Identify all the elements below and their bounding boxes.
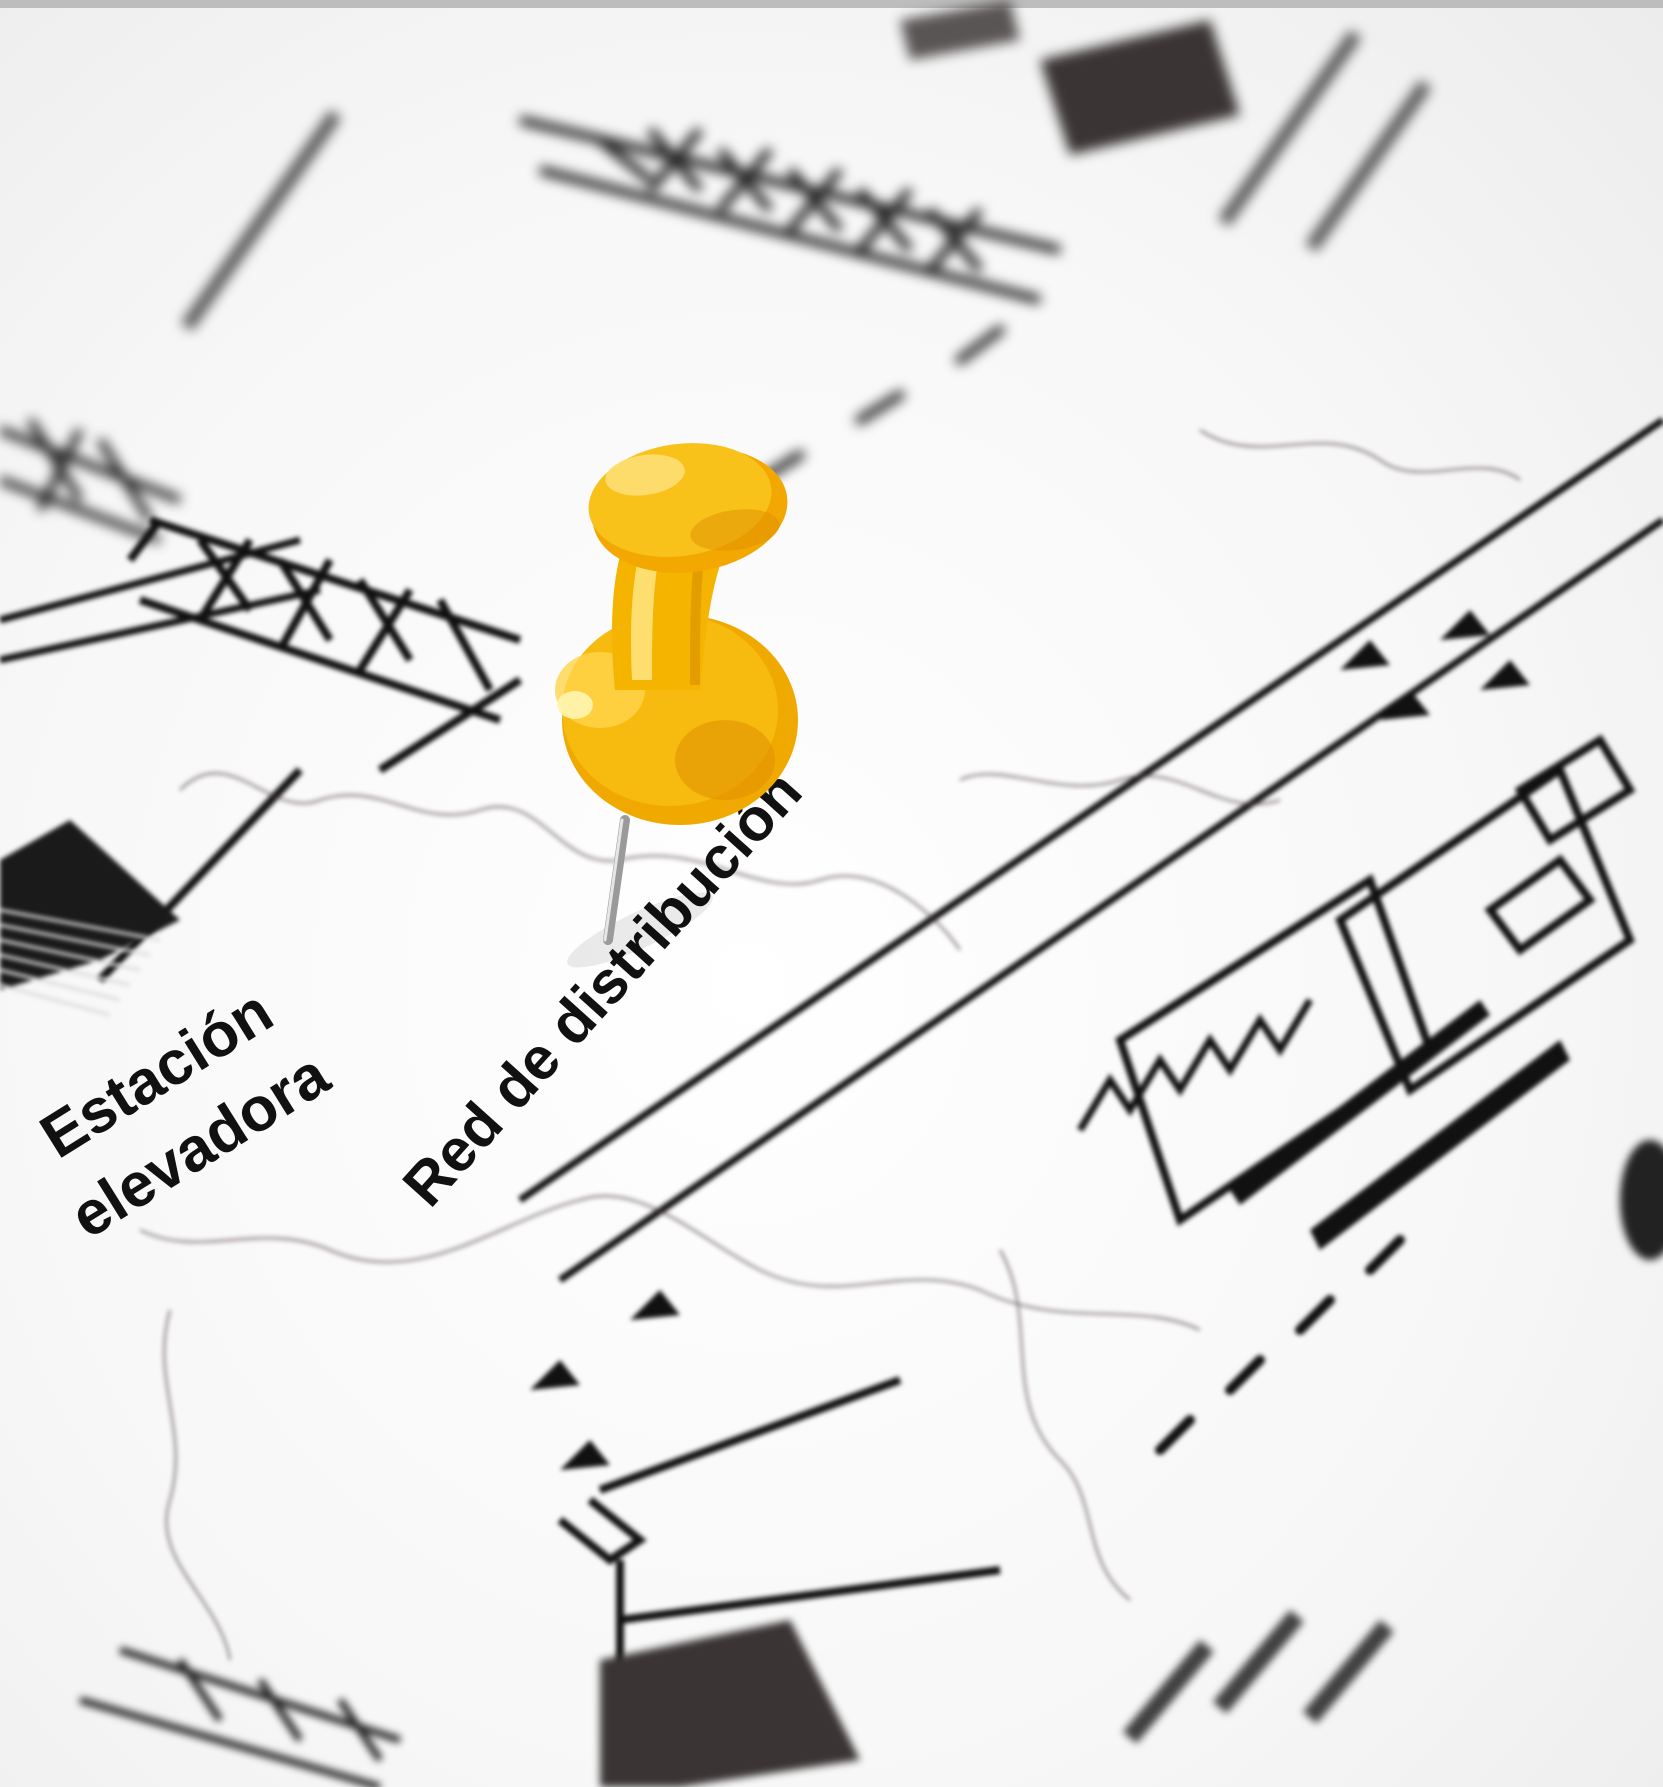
yellow-pushpin-icon (555, 432, 798, 980)
station-icon (0, 820, 180, 1015)
diagram-labels: Estación elevadora Red de distribución (29, 758, 815, 1252)
diagram-lines (0, 420, 1663, 1700)
foreground-blurred-elements (80, 1140, 1663, 1787)
